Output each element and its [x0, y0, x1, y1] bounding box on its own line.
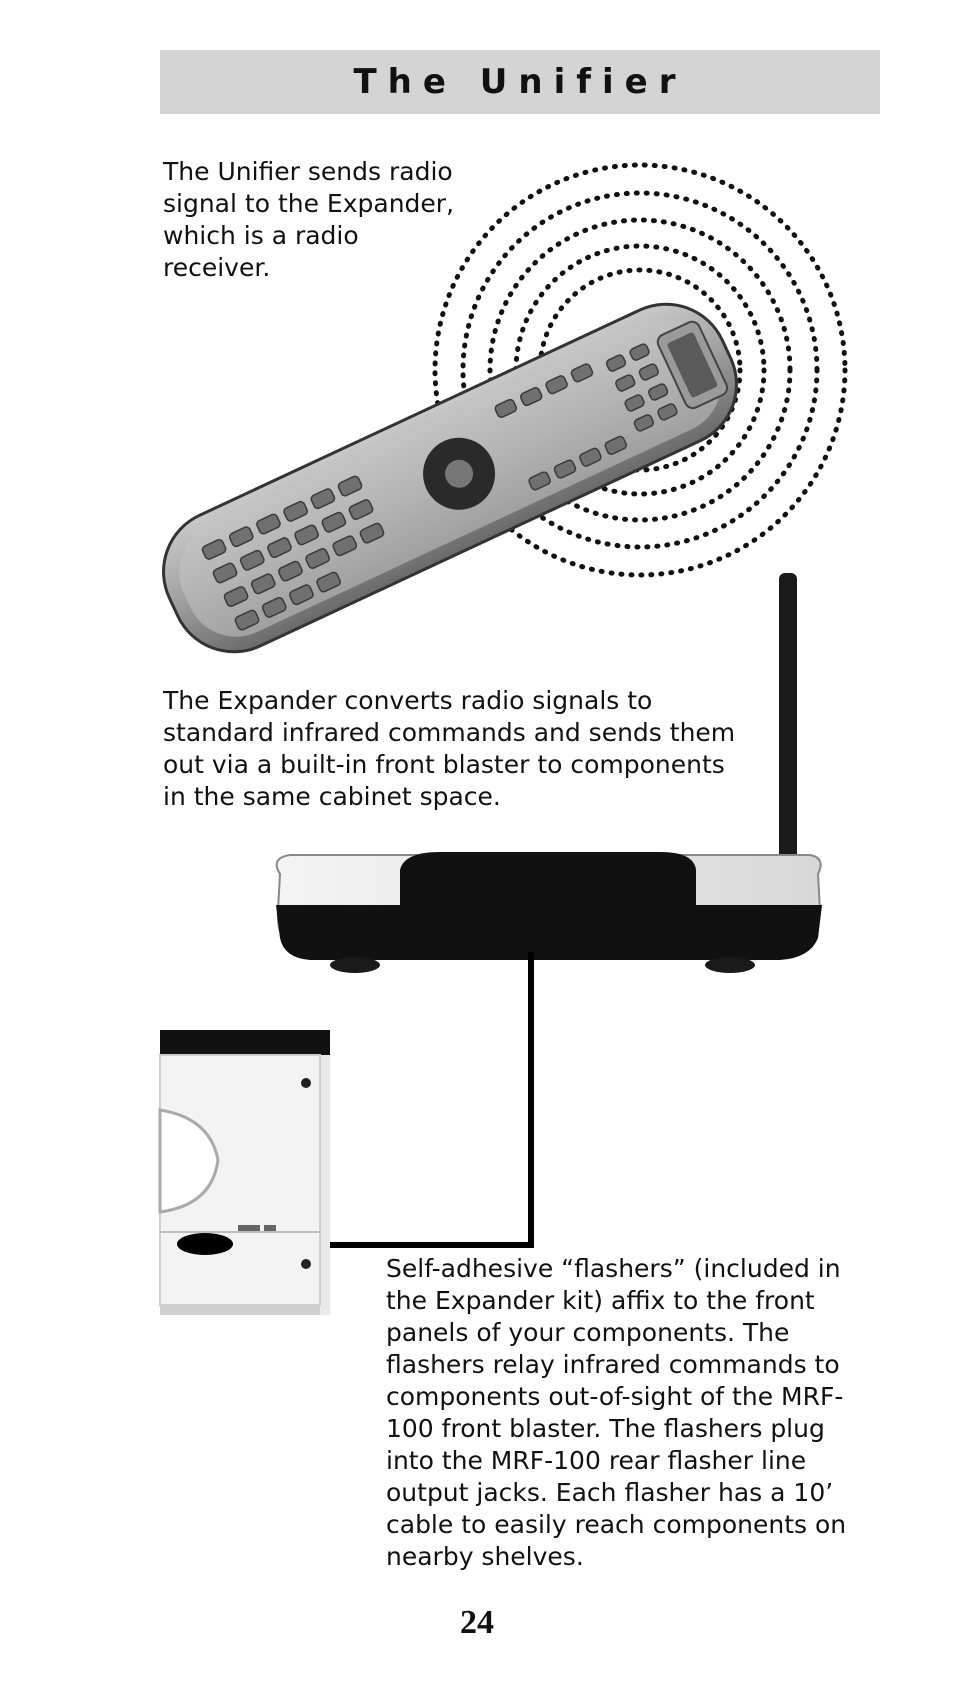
antenna-icon: [779, 573, 797, 873]
remote-control-icon: [162, 302, 738, 654]
expander-caption: The Expander converts radio signals to s…: [163, 686, 736, 811]
page-title: The Unifier: [353, 62, 687, 102]
header-band: The Unifier: [160, 50, 880, 114]
flasher-icon: [177, 1233, 233, 1255]
flashers-caption: Self-adhesive “flashers” (included in th…: [386, 1254, 847, 1571]
unifier-caption: The Unifier sends radio signal to the Ex…: [163, 157, 455, 282]
radio-signal-icon: [432, 162, 848, 578]
expander-receiver-icon: [275, 573, 822, 973]
component-amplifier-icon: [158, 1030, 330, 1315]
page-number: 24: [460, 1604, 494, 1641]
